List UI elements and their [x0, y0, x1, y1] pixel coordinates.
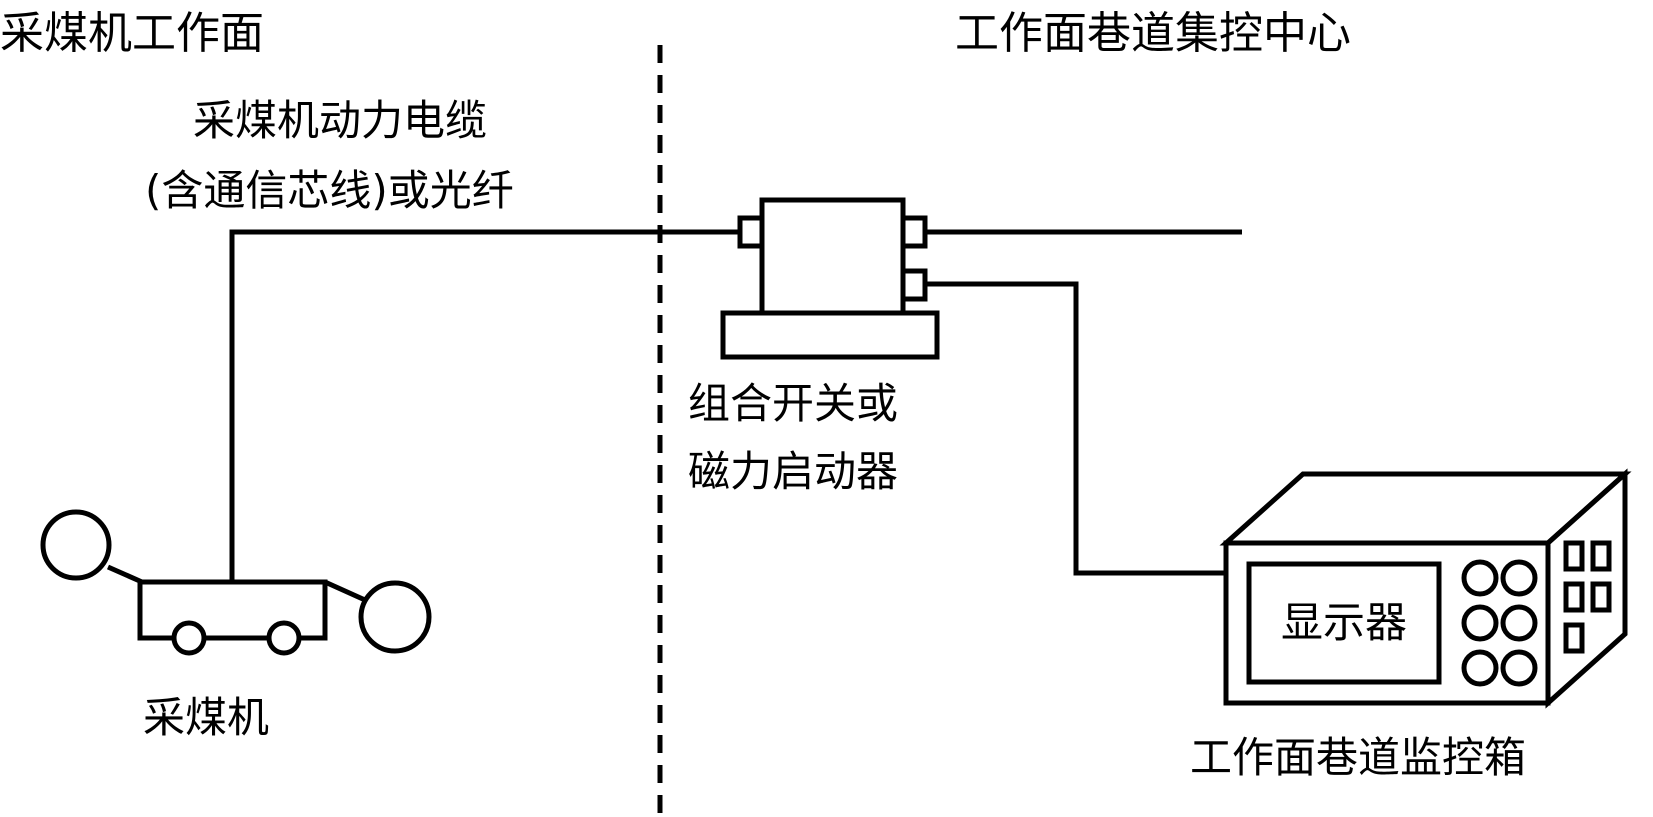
knob [1461, 559, 1499, 597]
shearer-right-drum [358, 580, 432, 654]
shearer-machine [40, 509, 432, 656]
knob [1500, 604, 1538, 642]
cable-label-line2: (含通信芯线)或光纤 [145, 166, 514, 215]
switch-output-port [900, 215, 928, 249]
power-cable-line [229, 229, 740, 582]
left-region-title: 采煤机工作面 [0, 8, 264, 59]
monitor-box-label: 工作面巷道监控箱 [1190, 733, 1526, 782]
cable-label-line1: 采煤机动力电缆 [193, 96, 487, 145]
display-screen [1246, 561, 1442, 685]
shearer-wheel-left [171, 620, 207, 656]
switch-label-line2: 磁力启动器 [688, 447, 898, 496]
display-label: 显示器 [1281, 598, 1407, 647]
side-button [1563, 581, 1585, 613]
side-button [1590, 540, 1612, 572]
shearer-left-arm [106, 564, 144, 585]
switch-label-line1: 组合开关或 [688, 379, 898, 428]
knob [1500, 559, 1538, 597]
side-button [1590, 581, 1612, 613]
switch-body [759, 197, 906, 316]
switch-base [720, 310, 940, 360]
switch-input-port [737, 215, 765, 249]
knob [1500, 649, 1538, 687]
combination-switch [720, 197, 940, 360]
shearer-left-drum [40, 509, 112, 581]
monitor-box: 显示器 [1219, 468, 1632, 709]
right-region-title: 工作面巷道集控中心 [955, 8, 1351, 59]
side-button [1563, 540, 1585, 572]
knob [1461, 649, 1499, 687]
switch-signal-port [900, 268, 928, 302]
knob [1461, 604, 1499, 642]
side-button [1563, 622, 1585, 654]
shearer-wheel-right [266, 620, 302, 656]
signal-line [922, 281, 1226, 576]
shearer-right-arm [323, 579, 367, 603]
shearer-label: 采煤机 [143, 693, 269, 742]
